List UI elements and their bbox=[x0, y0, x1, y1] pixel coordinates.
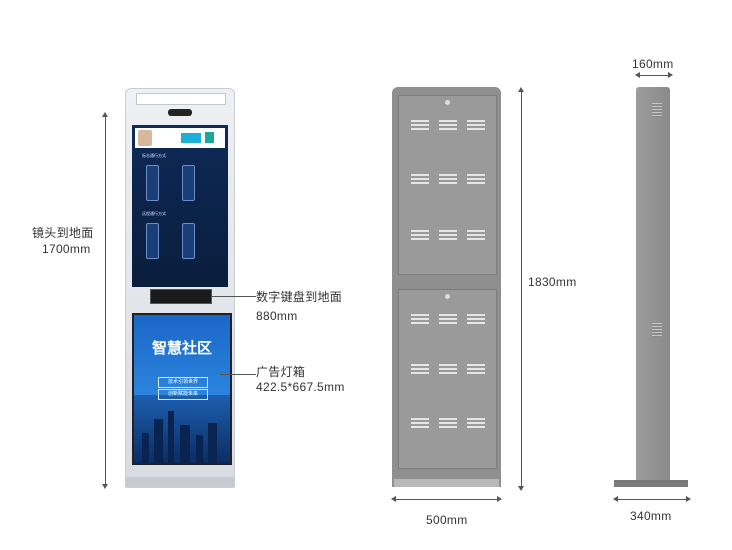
vent-grille bbox=[411, 418, 429, 429]
base-dimension-line bbox=[616, 499, 688, 500]
screen-phone-graphic bbox=[146, 223, 159, 259]
kiosk-front-view: 标志通行方式 远程通行方式 智慧社区 技术引领世界 创新赋能未来 bbox=[125, 88, 235, 488]
building bbox=[180, 425, 190, 463]
cabinet-back-view bbox=[392, 87, 501, 487]
cabinet-width-value: 500mm bbox=[426, 513, 468, 527]
camera-icon bbox=[168, 109, 192, 116]
door-knob bbox=[445, 100, 450, 105]
lightbox-leader-line bbox=[220, 374, 256, 375]
vent-grille bbox=[411, 314, 429, 325]
keypad-value: 880mm bbox=[256, 309, 298, 323]
ad-sky bbox=[134, 315, 230, 395]
lightbox-value: 422.5*667.5mm bbox=[256, 380, 345, 394]
base-value: 340mm bbox=[630, 509, 672, 523]
ad-title: 智慧社区 bbox=[151, 340, 212, 357]
lightbox-label: 广告灯箱 bbox=[256, 365, 306, 379]
lower-door bbox=[398, 289, 497, 469]
ad-subtitle: 技术引领世界 bbox=[158, 377, 208, 388]
screen-phone-graphic bbox=[182, 223, 195, 259]
keypad-label: 数字键盘到地面 bbox=[256, 290, 343, 304]
vent-grille bbox=[411, 230, 429, 241]
vent-grille bbox=[439, 174, 457, 185]
building bbox=[196, 435, 203, 463]
screen-phone-graphic bbox=[146, 165, 159, 201]
ad-subtitle: 创新赋能未来 bbox=[158, 389, 208, 400]
side-vent bbox=[652, 103, 662, 117]
vent-grille bbox=[411, 120, 429, 131]
vent-grille bbox=[439, 314, 457, 325]
numeric-keypad bbox=[150, 289, 212, 304]
ad-city-skyline bbox=[134, 395, 230, 463]
screen-banner bbox=[181, 133, 201, 143]
door-knob bbox=[445, 294, 450, 299]
vent-grille bbox=[467, 230, 485, 241]
keypad-leader-line bbox=[212, 296, 256, 297]
height-dimension-line bbox=[521, 90, 522, 488]
upper-door bbox=[398, 95, 497, 275]
building bbox=[208, 423, 217, 463]
screen-section-title: 标志通行方式 bbox=[142, 153, 166, 158]
height-value: 1700mm bbox=[42, 242, 91, 256]
kiosk-base bbox=[126, 477, 234, 487]
width-dimension-line bbox=[394, 499, 499, 500]
side-vent bbox=[652, 323, 662, 337]
height-label: 镜头到地面 bbox=[32, 226, 94, 240]
cabinet-base bbox=[394, 479, 499, 487]
side-base-plate bbox=[614, 480, 688, 487]
vent-grille bbox=[467, 314, 485, 325]
building bbox=[168, 411, 174, 463]
height-dimension-line bbox=[105, 115, 106, 487]
camera-light-bar bbox=[136, 93, 226, 105]
vent-grille bbox=[439, 364, 457, 375]
depth-value: 160mm bbox=[632, 57, 674, 71]
vent-grille bbox=[411, 174, 429, 185]
vent-grille bbox=[439, 418, 457, 429]
vent-grille bbox=[439, 230, 457, 241]
screen-phone-graphic bbox=[182, 165, 195, 201]
ad-lightbox: 智慧社区 技术引领世界 创新赋能未来 bbox=[132, 313, 232, 465]
building bbox=[142, 433, 149, 463]
depth-dimension-line bbox=[638, 75, 670, 76]
vent-grille bbox=[467, 364, 485, 375]
screen-header bbox=[135, 128, 225, 148]
vent-grille bbox=[439, 120, 457, 131]
avatar bbox=[138, 130, 152, 146]
cabinet-height-value: 1830mm bbox=[528, 275, 577, 289]
vent-grille bbox=[467, 418, 485, 429]
screen-badge bbox=[205, 132, 214, 143]
building bbox=[154, 419, 163, 463]
vent-grille bbox=[467, 120, 485, 131]
touch-screen: 标志通行方式 远程通行方式 bbox=[132, 125, 228, 287]
vent-grille bbox=[467, 174, 485, 185]
vent-grille bbox=[411, 364, 429, 375]
side-profile-view bbox=[636, 87, 670, 480]
screen-section-title: 远程通行方式 bbox=[142, 211, 166, 216]
